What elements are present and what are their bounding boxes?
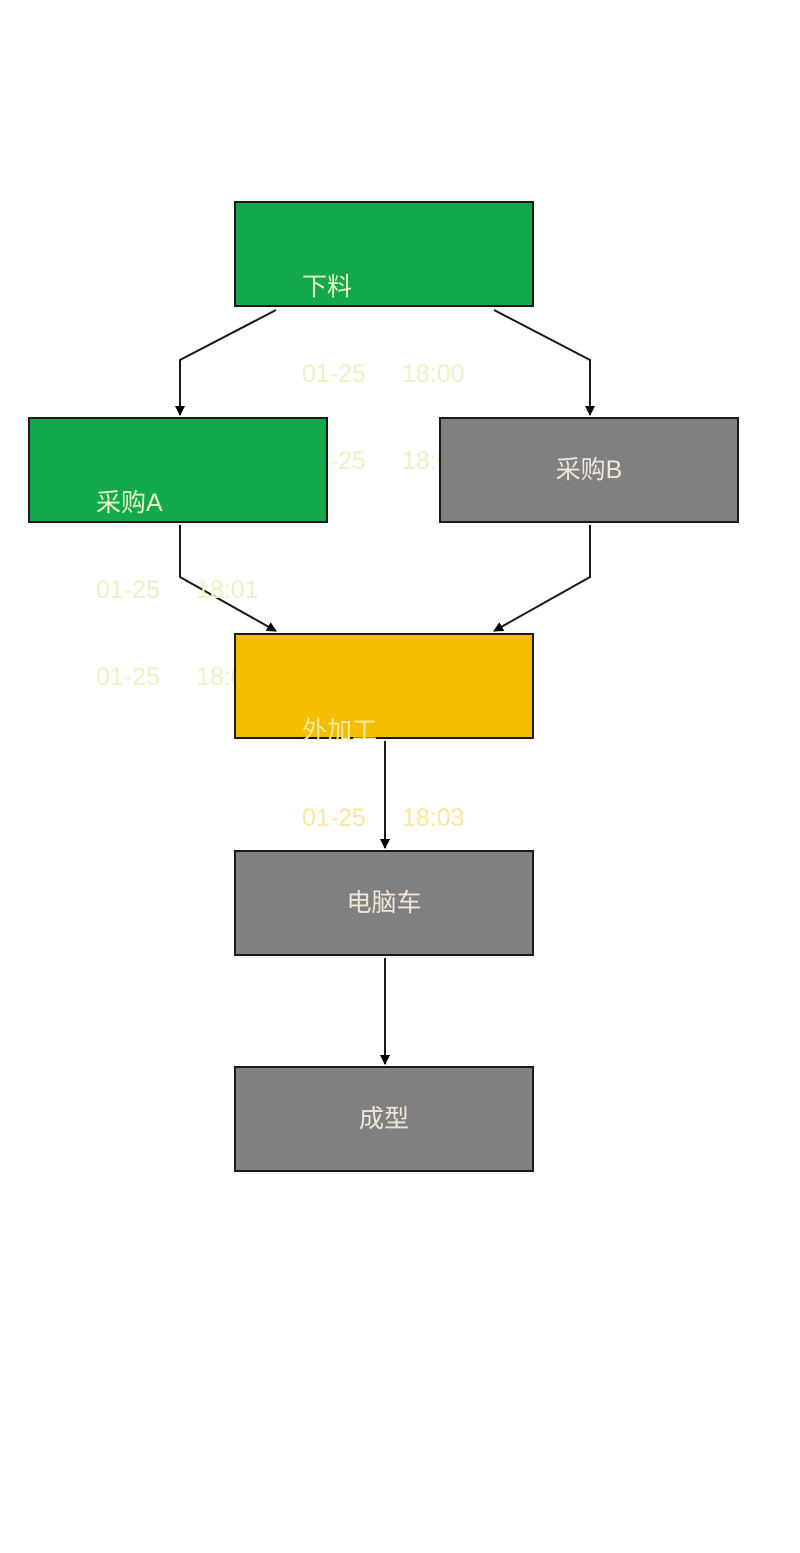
node-date: 01-25 <box>302 804 366 832</box>
node-content: 采购B <box>441 419 737 521</box>
edge-caigouA-to-waijiagong <box>179 525 277 632</box>
node-label: 电脑车 <box>346 888 422 917</box>
node-date: 01-25 <box>96 576 160 604</box>
node-time: 18:01 <box>195 576 259 604</box>
node-content: 电脑车 <box>236 852 532 954</box>
node-time: 18:03 <box>401 804 465 832</box>
node-caigou-b[interactable]: 采购B <box>439 417 739 523</box>
node-time-row: 01-25 18:03 <box>302 804 465 833</box>
edge-xialiao-to-caigouA <box>175 309 277 416</box>
node-content: 下料 01-25 18:00 01-25 18:00 <box>302 215 465 534</box>
node-time-row: 01-25 18:01 <box>96 576 259 605</box>
node-content: 外加工 01-25 18:03 <box>302 659 465 891</box>
node-date: 01-25 <box>302 360 366 388</box>
node-time-row: 01-25 18:00 <box>302 360 465 389</box>
node-label: 成型 <box>358 1104 409 1133</box>
node-diannaoche[interactable]: 电脑车 <box>234 850 534 956</box>
node-label: 外加工 <box>302 717 378 745</box>
edge-xialiao-to-caigouB <box>493 309 595 416</box>
node-xialiao[interactable]: 下料 01-25 18:00 01-25 18:00 <box>234 201 534 475</box>
node-content: 成型 <box>236 1068 532 1170</box>
node-chengxing[interactable]: 成型 <box>234 1066 534 1172</box>
node-label: 采购B <box>555 455 623 484</box>
node-time: 18:00 <box>401 360 465 388</box>
node-date: 01-25 <box>96 663 160 691</box>
node-label: 采购A <box>96 489 163 517</box>
node-label: 下料 <box>302 273 353 301</box>
edge-caigouB-to-waijiagong <box>493 525 591 632</box>
node-waijiagong[interactable]: 外加工 01-25 18:03 <box>234 633 534 832</box>
